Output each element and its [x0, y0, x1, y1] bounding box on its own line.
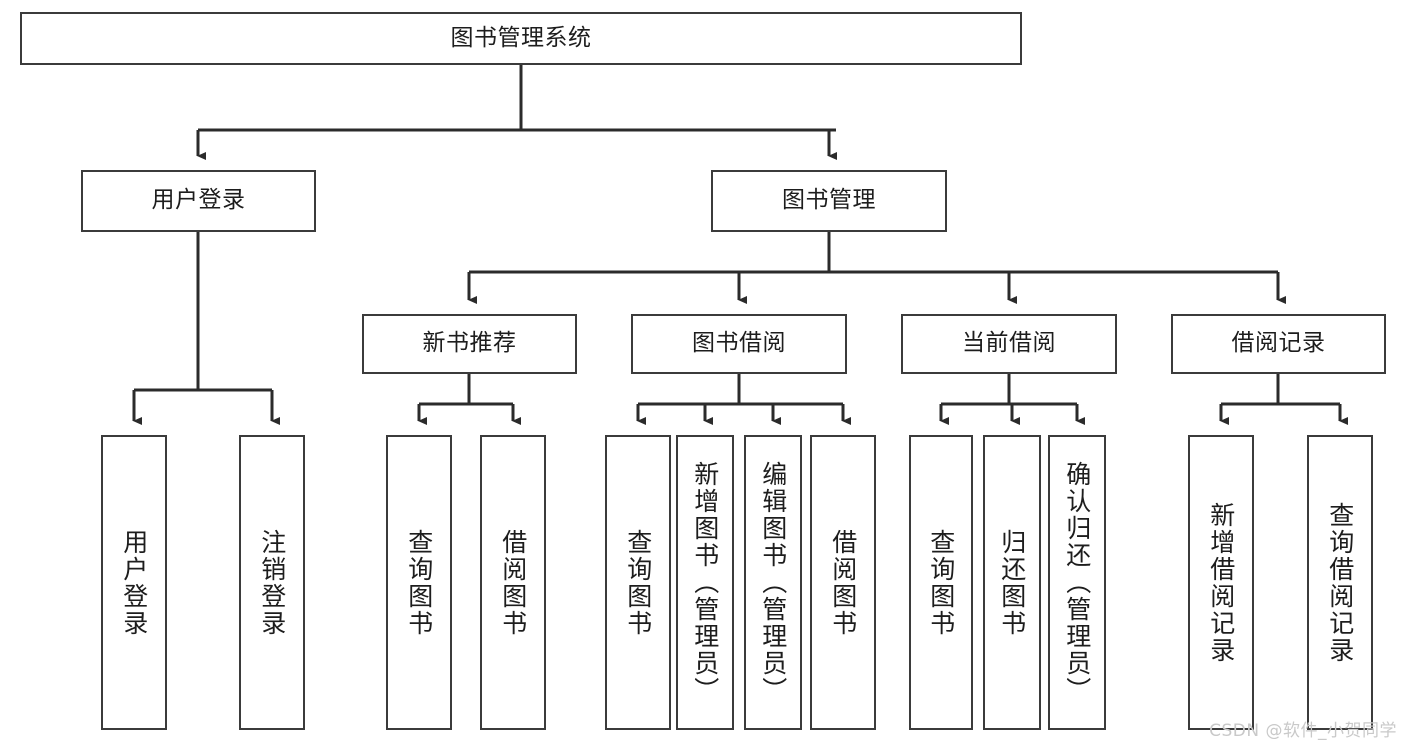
- leaf-label-user-logout: 注销登录: [257, 528, 287, 637]
- node-label-root: 图书管理系统: [450, 24, 592, 51]
- leaf-label-query-book-1: 查询图书: [404, 528, 434, 637]
- leaf-label-user-login: 用户登录: [119, 528, 149, 637]
- leaf-label-borrow-book-1: 借阅图书: [498, 528, 528, 637]
- leaf-query-book-borrow[interactable]: 查询图书: [605, 435, 671, 730]
- leaf-label-add-book: 新增图书（管理员）: [690, 461, 720, 704]
- leaf-add-book-admin[interactable]: 新增图书（管理员）: [676, 435, 734, 730]
- leaf-label-confirm-return: 确认归还（管理员）: [1062, 461, 1092, 704]
- leaf-label-borrow-book-2: 借阅图书: [828, 528, 858, 637]
- node-borrow-record[interactable]: 借阅记录: [1171, 314, 1386, 374]
- node-book-borrow[interactable]: 图书借阅: [631, 314, 847, 374]
- node-book-management[interactable]: 图书管理: [711, 170, 947, 232]
- leaf-return-book[interactable]: 归还图书: [983, 435, 1041, 730]
- node-label-new-book-recommend: 新书推荐: [422, 330, 517, 357]
- leaf-borrow-book-borrow[interactable]: 借阅图书: [810, 435, 876, 730]
- node-label-borrow-record: 借阅记录: [1231, 330, 1326, 357]
- leaf-borrow-book-new-recommend[interactable]: 借阅图书: [480, 435, 546, 730]
- leaf-label-query-record: 查询借阅记录: [1325, 501, 1355, 664]
- leaf-label-edit-book: 编辑图书（管理员）: [758, 461, 788, 704]
- leaf-label-query-book-2: 查询图书: [623, 528, 653, 637]
- leaf-label-query-book-3: 查询图书: [926, 528, 956, 637]
- node-label-user-login: 用户登录: [151, 187, 246, 214]
- leaf-label-return-book: 归还图书: [997, 528, 1027, 637]
- leaf-edit-book-admin[interactable]: 编辑图书（管理员）: [744, 435, 802, 730]
- leaf-confirm-return-admin[interactable]: 确认归还（管理员）: [1048, 435, 1106, 730]
- node-label-book-borrow: 图书借阅: [692, 330, 786, 357]
- leaf-user-login[interactable]: 用户登录: [101, 435, 167, 730]
- node-current-borrow[interactable]: 当前借阅: [901, 314, 1117, 374]
- leaf-query-book-current[interactable]: 查询图书: [909, 435, 973, 730]
- node-label-book-management: 图书管理: [782, 187, 876, 214]
- leaf-user-logout[interactable]: 注销登录: [239, 435, 305, 730]
- node-root-book-management-system[interactable]: 图书管理系统: [20, 12, 1022, 65]
- node-label-current-borrow: 当前借阅: [962, 330, 1056, 357]
- node-user-login[interactable]: 用户登录: [81, 170, 316, 232]
- leaf-add-borrow-record[interactable]: 新增借阅记录: [1188, 435, 1254, 730]
- leaf-query-borrow-record[interactable]: 查询借阅记录: [1307, 435, 1373, 730]
- leaf-query-book-new-recommend[interactable]: 查询图书: [386, 435, 452, 730]
- node-new-book-recommend[interactable]: 新书推荐: [362, 314, 577, 374]
- leaf-label-add-record: 新增借阅记录: [1206, 501, 1236, 664]
